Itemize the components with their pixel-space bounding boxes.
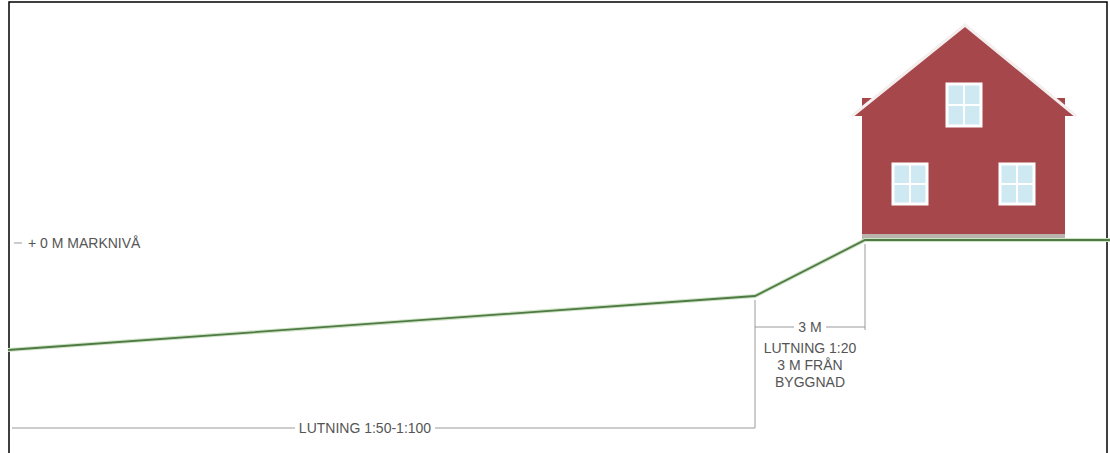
level-tick	[14, 243, 22, 244]
dimension-line	[865, 244, 866, 330]
ground-shadow	[8, 240, 1110, 350]
window	[1000, 164, 1034, 204]
dimension-label: 3 M	[794, 319, 825, 336]
slope-note: LUTNING 1:20 3 M FRÅN BYGGNAD	[756, 340, 864, 391]
level-label: + 0 M MARKNIVÅ	[24, 235, 144, 252]
ground-line	[8, 240, 1110, 350]
window	[893, 164, 927, 204]
frame	[9, 2, 1107, 453]
house	[852, 25, 1076, 241]
slope-label: LUTNING 1:50-1:100	[295, 420, 435, 437]
window	[947, 84, 981, 126]
